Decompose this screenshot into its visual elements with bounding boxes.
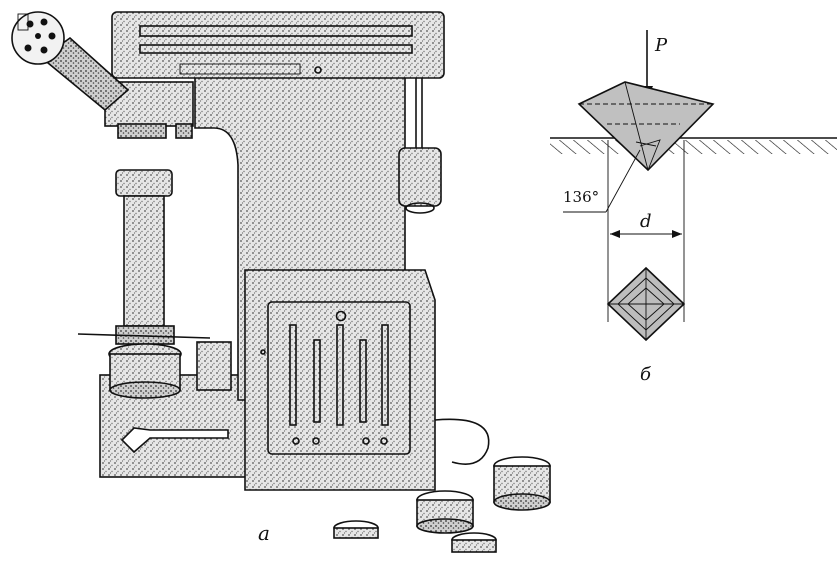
- vickers-indentation-scheme: [550, 30, 837, 342]
- force-label: P: [655, 35, 668, 56]
- crank-handle: [120, 427, 229, 454]
- control-panel: [267, 301, 411, 455]
- pyramid-indenter: [577, 81, 715, 172]
- elevating-screw: [123, 195, 165, 327]
- hardness-tester-machine: [11, 11, 551, 553]
- angle-label: 136°: [563, 188, 600, 206]
- test-weights: [333, 456, 551, 553]
- diagonal-label: d: [640, 211, 652, 232]
- test-table: [115, 169, 173, 197]
- panel-label-a: a: [258, 521, 270, 545]
- handwheel-bar: [77, 333, 211, 339]
- power-cable: [434, 418, 490, 465]
- panel-label-b: б: [640, 364, 651, 385]
- weight-hanger: [398, 147, 442, 207]
